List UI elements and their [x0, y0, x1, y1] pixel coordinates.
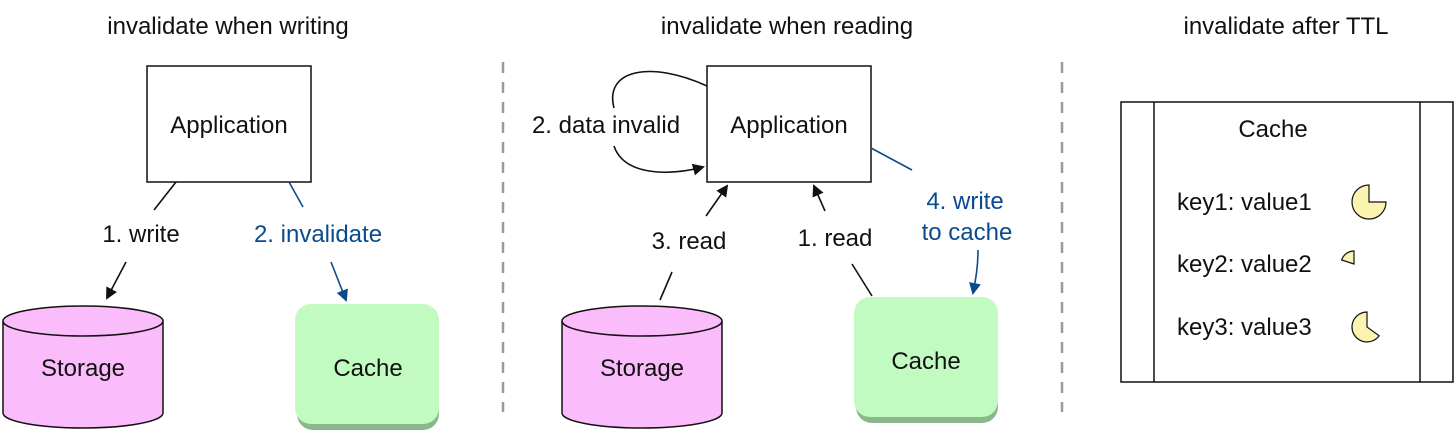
read-storage-line-lower — [659, 271, 673, 301]
entry-label: key1: value1 — [1177, 189, 1312, 216]
panel-invalidate-when-reading: invalidate when reading Application 2. d… — [532, 13, 1013, 429]
ttl-clock-icon — [1351, 311, 1380, 343]
entry-label: key2: value2 — [1177, 251, 1312, 278]
step-write-label: 1. write — [102, 221, 179, 248]
loop-arrow — [613, 145, 705, 176]
storage-cylinder — [2, 305, 164, 429]
cache-box — [854, 297, 998, 423]
cache-label: Cache — [891, 348, 960, 375]
cache-entry: key3: value3 — [1177, 311, 1380, 343]
cache-entry: key2: value2 — [1177, 250, 1355, 278]
cache-title: Cache — [1238, 116, 1307, 143]
panel-title: invalidate when writing — [107, 13, 348, 40]
step-read-storage-label: 3. read — [652, 228, 727, 255]
invalidate-line-upper — [288, 181, 304, 208]
application-box — [706, 65, 872, 183]
step-invalidate-label: 2. invalidate — [254, 221, 382, 248]
step-write-label-line2: to cache — [922, 219, 1013, 246]
read-storage-arrow — [705, 184, 729, 217]
write-cache-arrow — [969, 249, 981, 295]
write-arrow — [106, 261, 127, 300]
write-cache-line-upper — [870, 147, 913, 171]
step-write-label-line1: 4. write — [926, 188, 1003, 215]
application-box — [146, 65, 312, 183]
cache-label: Cache — [333, 355, 402, 382]
step-read-cache-label: 1. read — [798, 225, 873, 252]
panel-invalidate-when-writing: invalidate when writing Application Stor… — [2, 13, 439, 430]
ttl-clock-icon — [1340, 250, 1355, 265]
storage-label: Storage — [600, 355, 684, 382]
panel-title: invalidate when reading — [661, 13, 913, 40]
cache-entry: key1: value1 — [1177, 184, 1387, 220]
cache-box — [295, 304, 439, 430]
read-cache-arrow — [812, 184, 826, 212]
step-data-invalid-label: 2. data invalid — [532, 112, 680, 139]
storage-label: Storage — [41, 355, 125, 382]
application-label: Application — [170, 112, 287, 139]
application-label: Application — [730, 112, 847, 139]
invalidate-arrow — [330, 261, 348, 302]
ttl-clock-icon — [1351, 184, 1387, 220]
loop-upper — [611, 70, 708, 109]
storage-cylinder — [561, 305, 723, 429]
read-cache-line-lower — [851, 263, 873, 297]
write-line-upper — [153, 181, 177, 211]
entry-label: key3: value3 — [1177, 314, 1312, 341]
panel-invalidate-after-ttl: invalidate after TTL Cache key1: value1 … — [1120, 13, 1454, 383]
cache-container — [1120, 101, 1454, 383]
panel-title: invalidate after TTL — [1184, 13, 1389, 40]
